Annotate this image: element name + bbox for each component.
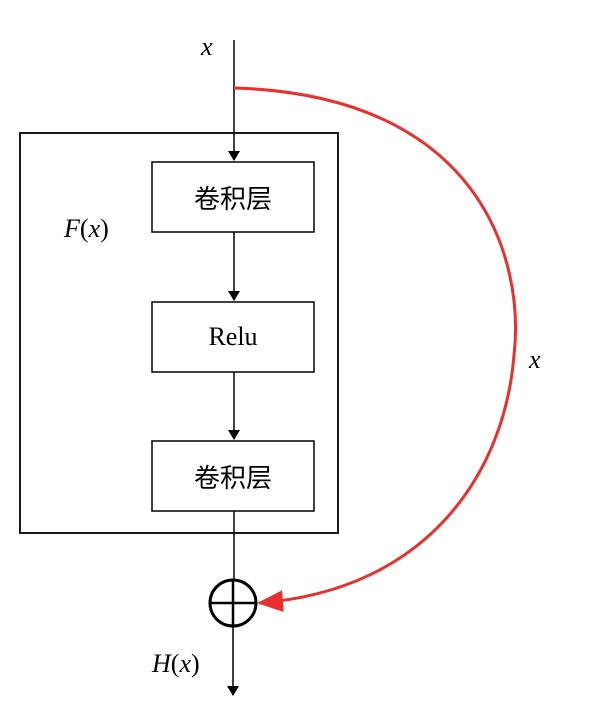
sum-node: [208, 578, 258, 628]
block-function-name: F: [64, 214, 80, 243]
skip-connection-curve: [233, 86, 518, 613]
input-x-label: x: [201, 32, 213, 61]
output-function-label: H(x): [152, 651, 200, 677]
output-function-close-paren: ): [191, 649, 200, 678]
conv-layer-2-box: [151, 440, 315, 512]
output-function-open-paren: (: [170, 649, 180, 678]
skip-x-label: x: [529, 345, 541, 374]
block-function-close-paren: ): [100, 214, 109, 243]
conv-layer-2-label: 卷积层: [193, 463, 272, 493]
relu-layer-label: Relu: [208, 322, 258, 351]
conv-layer-1-box: [151, 161, 315, 233]
conv-layer-1-label: 卷积层: [193, 184, 272, 214]
block-function-label: F(x): [64, 216, 109, 242]
residual-block-frame: [19, 132, 339, 534]
block-function-var: x: [88, 214, 101, 243]
relu-layer-box: [151, 301, 315, 373]
block-function-open-paren: (: [79, 214, 89, 243]
output-function-var: x: [179, 649, 191, 678]
output-function-name: H: [152, 649, 171, 678]
